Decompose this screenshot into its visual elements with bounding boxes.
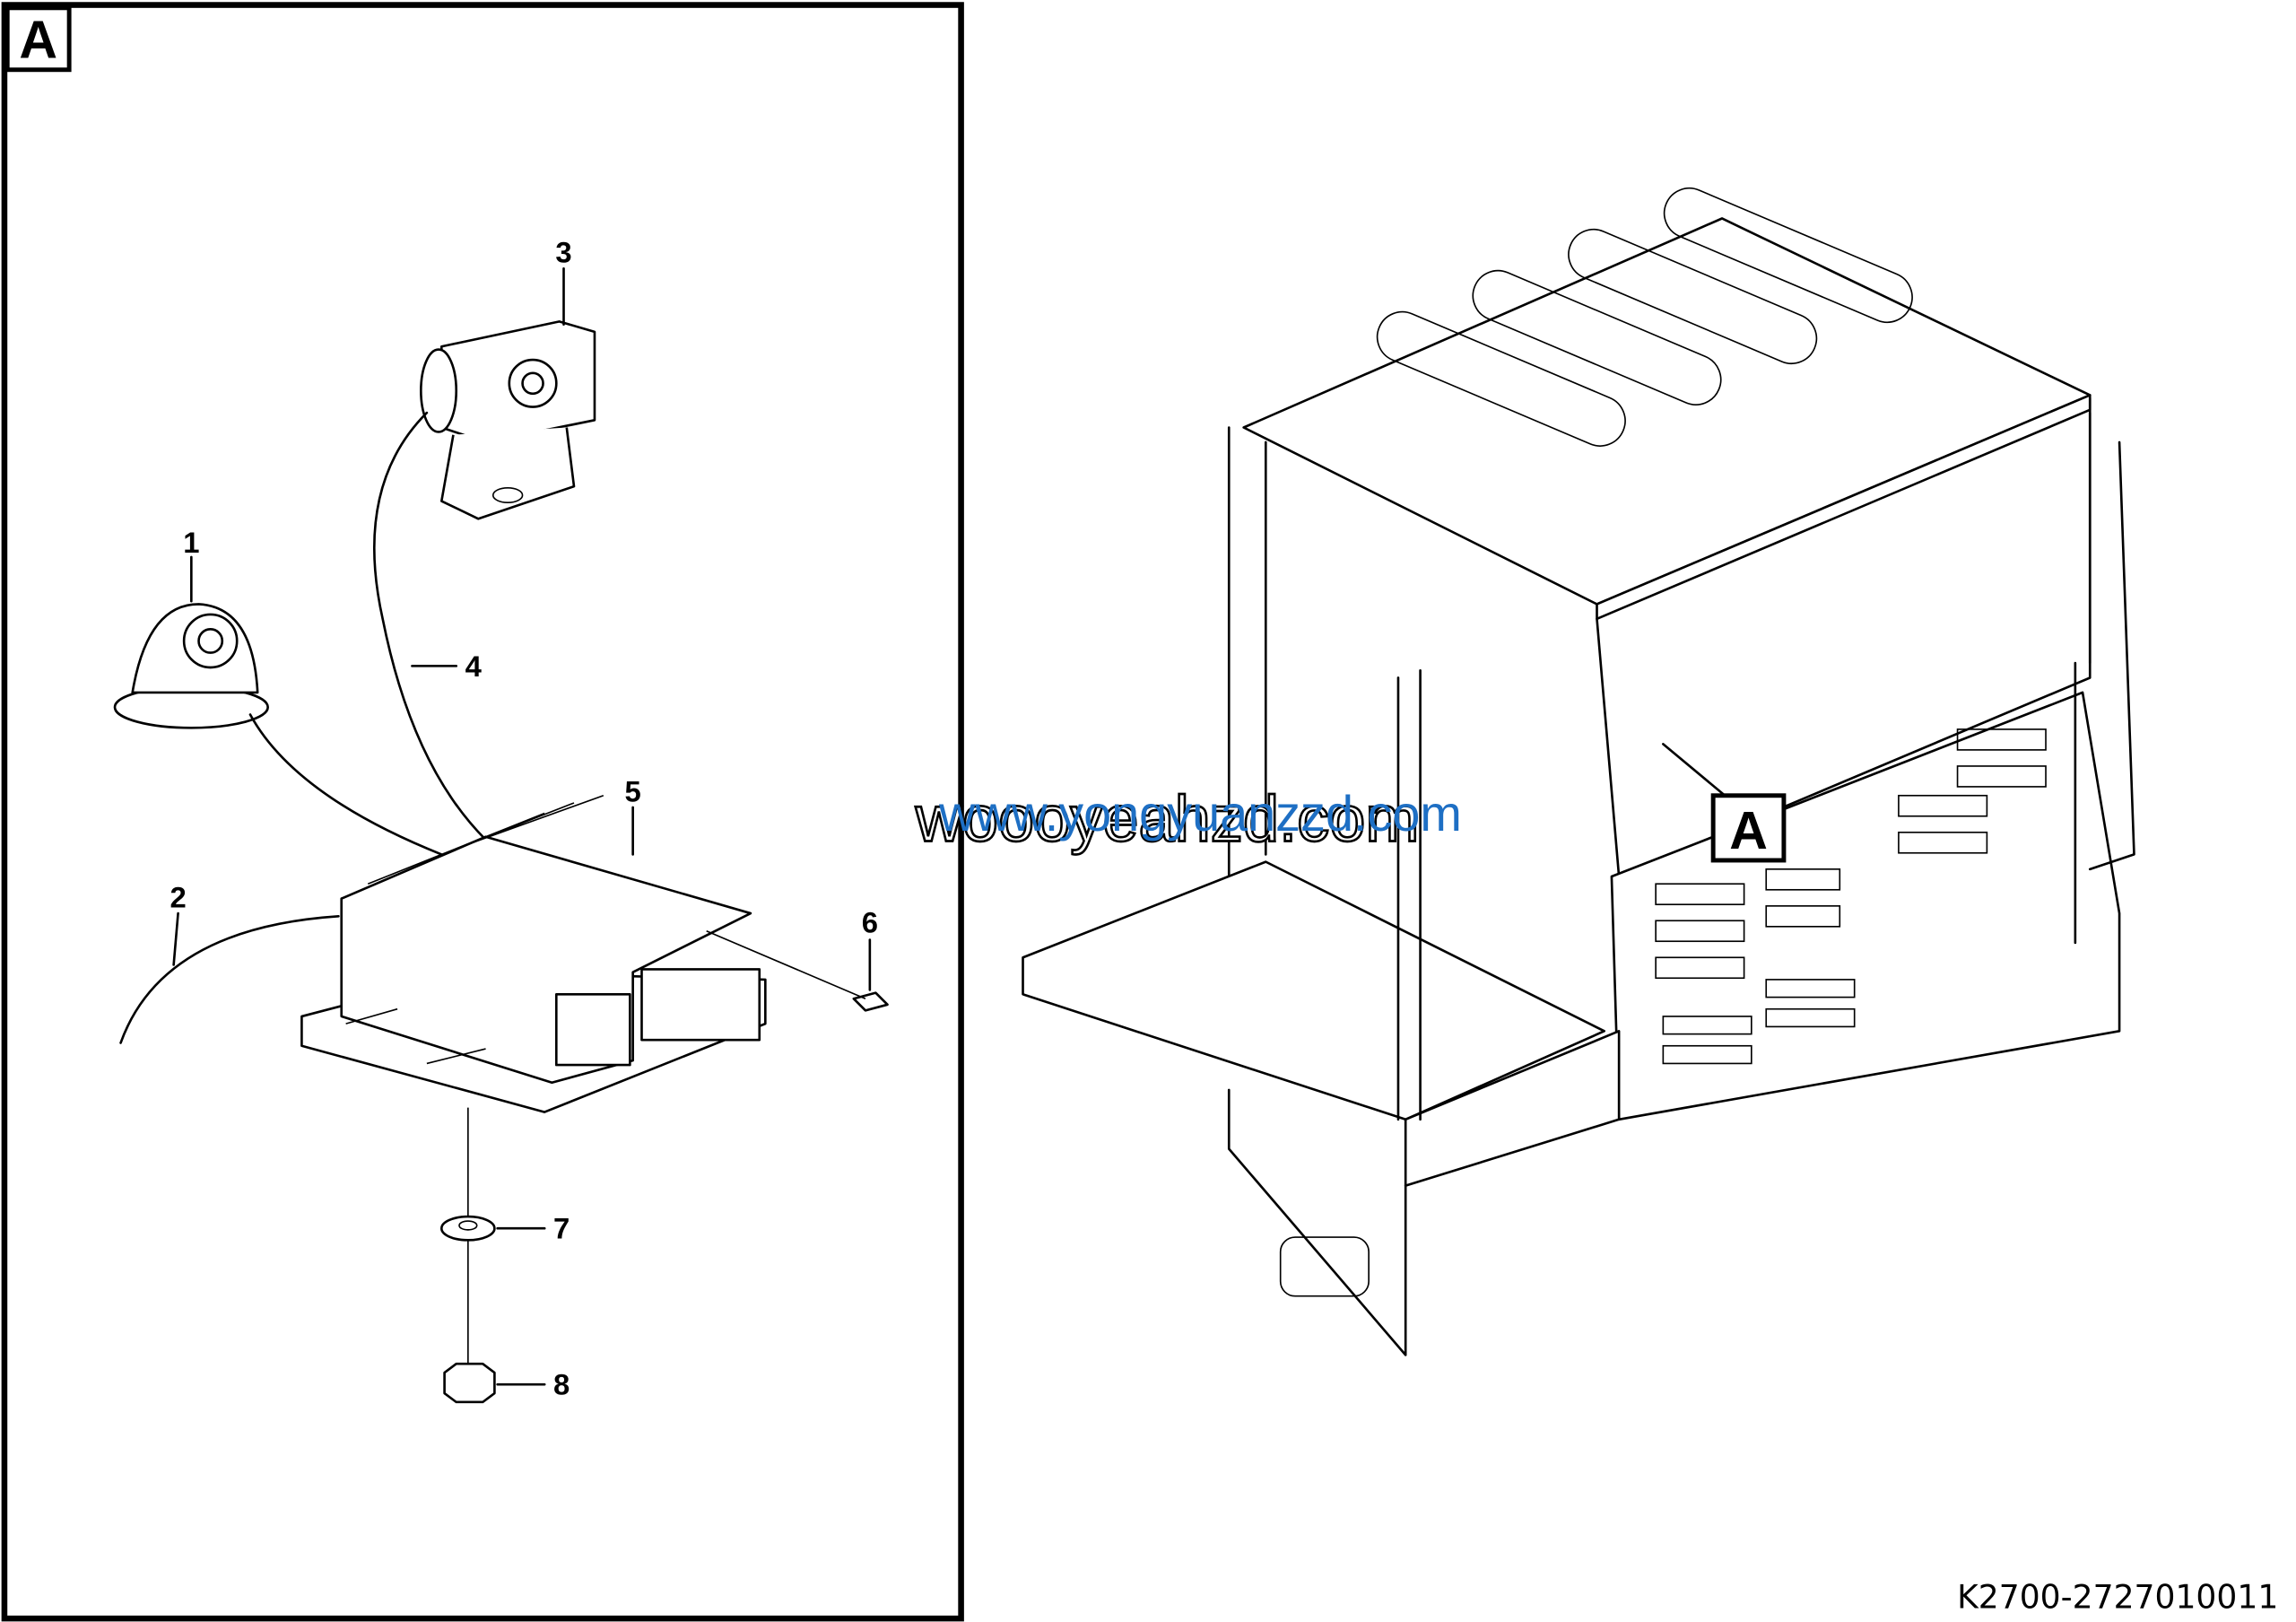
- callout-leader: [1662, 743, 1735, 805]
- nut: [443, 1362, 496, 1404]
- part-number-2: 2: [170, 880, 186, 913]
- detail-label-box: [4, 5, 72, 73]
- washer: [439, 1215, 496, 1242]
- part-number-3: 3: [555, 236, 571, 269]
- part-number-7: 7: [553, 1212, 570, 1245]
- part-number-5: 5: [625, 774, 641, 807]
- cab-illustration: [1022, 187, 2135, 1356]
- dome-camera: [113, 603, 269, 729]
- callout-box: [1710, 793, 1787, 863]
- detail-frame: [1, 2, 964, 1622]
- part-number-4: 4: [465, 650, 483, 683]
- cable-dome: [248, 713, 443, 856]
- watermark-overlay: www.yongyuanzzd.com: [938, 785, 1462, 842]
- callout-label: A: [1729, 801, 1768, 860]
- cable-camera: [372, 411, 487, 842]
- part-number-8: 8: [553, 1368, 570, 1401]
- watermark-outline: woooyeahzd.com: [915, 784, 1420, 856]
- cable-2: [119, 915, 340, 1044]
- drawing-code: K2700-2727010011: [1957, 1578, 2278, 1617]
- part-callouts: 1 2 3 4 5 6 7 8: [170, 236, 878, 1401]
- detail-label: A: [19, 11, 57, 70]
- rear-camera: [420, 320, 596, 520]
- control-unit: [300, 794, 767, 1113]
- part-number-6: 6: [862, 905, 878, 938]
- part-number-1: 1: [183, 526, 199, 559]
